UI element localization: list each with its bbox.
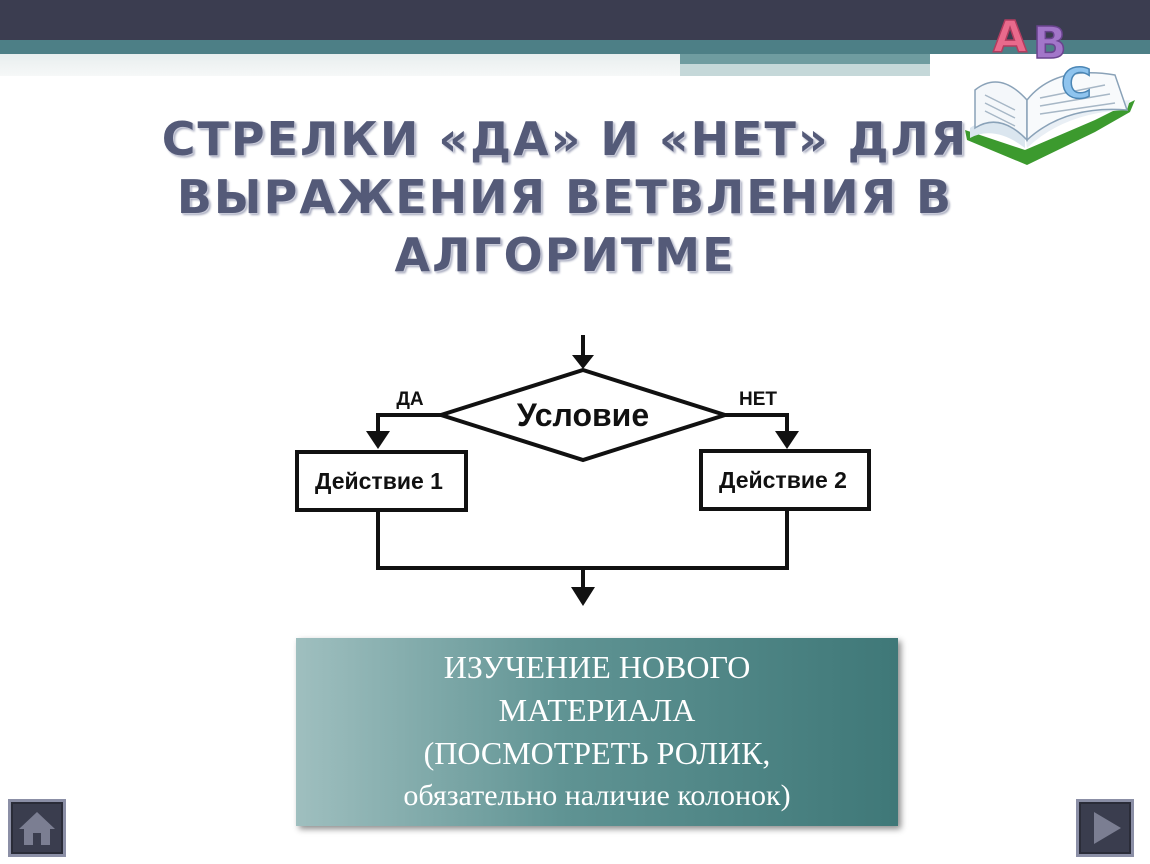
page-title: СТРЕЛКИ «ДА» И «НЕТ» ДЛЯ ВЫРАЖЕНИЯ ВЕТВЛ… [30,110,1100,284]
no-label: НЕТ [739,389,777,410]
logo-letter-a: A [993,12,1027,63]
exit-arrowhead [571,587,595,606]
box-line-1: ИЗУЧЕНИЕ НОВОГО [443,649,751,685]
home-button[interactable] [8,799,66,857]
abc-book-logo: A B C [965,11,1135,165]
header-stripe-right-light [680,64,930,76]
header-stripe-light [0,54,680,76]
box-line-4: обязательно наличие колонок) [403,779,791,812]
logo-letter-c: C [1061,59,1092,108]
header-stripe-right [680,54,930,64]
branching-flowchart: Условие ДА НЕТ Действие 1 Действие 2 [295,335,871,606]
box-line-3: (ПОСМОТРЕТЬ РОЛИК, [423,735,771,771]
next-slide-button[interactable] [1076,799,1134,857]
action-2-box [699,449,871,511]
action-1-label: Действие 1 [315,468,443,494]
merge-line [376,509,789,570]
condition-diamond [434,367,732,463]
play-arrow-icon [1094,812,1121,844]
study-video-box[interactable]: ИЗУЧЕНИЕ НОВОГО МАТЕРИАЛА (ПОСМОТРЕТЬ РО… [296,638,898,826]
header-stripe [0,40,1150,54]
no-arrowhead [775,431,799,449]
no-branch-line [725,413,789,433]
condition-label: Условие [517,397,649,433]
title-line-2: ВЫРАЖЕНИЯ ВЕТВЛЕНИЯ В АЛГОРИТМЕ [176,170,954,282]
box-line-2: МАТЕРИАЛА [498,692,696,728]
action-2-label: Действие 2 [719,467,847,493]
entry-arrowhead [572,355,594,369]
action-1-box [295,450,468,512]
title-line-1: СТРЕЛКИ «ДА» И «НЕТ» ДЛЯ [161,112,969,166]
header-bar [0,0,1150,40]
yes-branch-line [376,413,441,433]
yes-label: ДА [396,389,424,410]
yes-arrowhead [366,431,390,449]
home-icon [19,812,55,845]
logo-letter-b: B [1033,18,1067,69]
